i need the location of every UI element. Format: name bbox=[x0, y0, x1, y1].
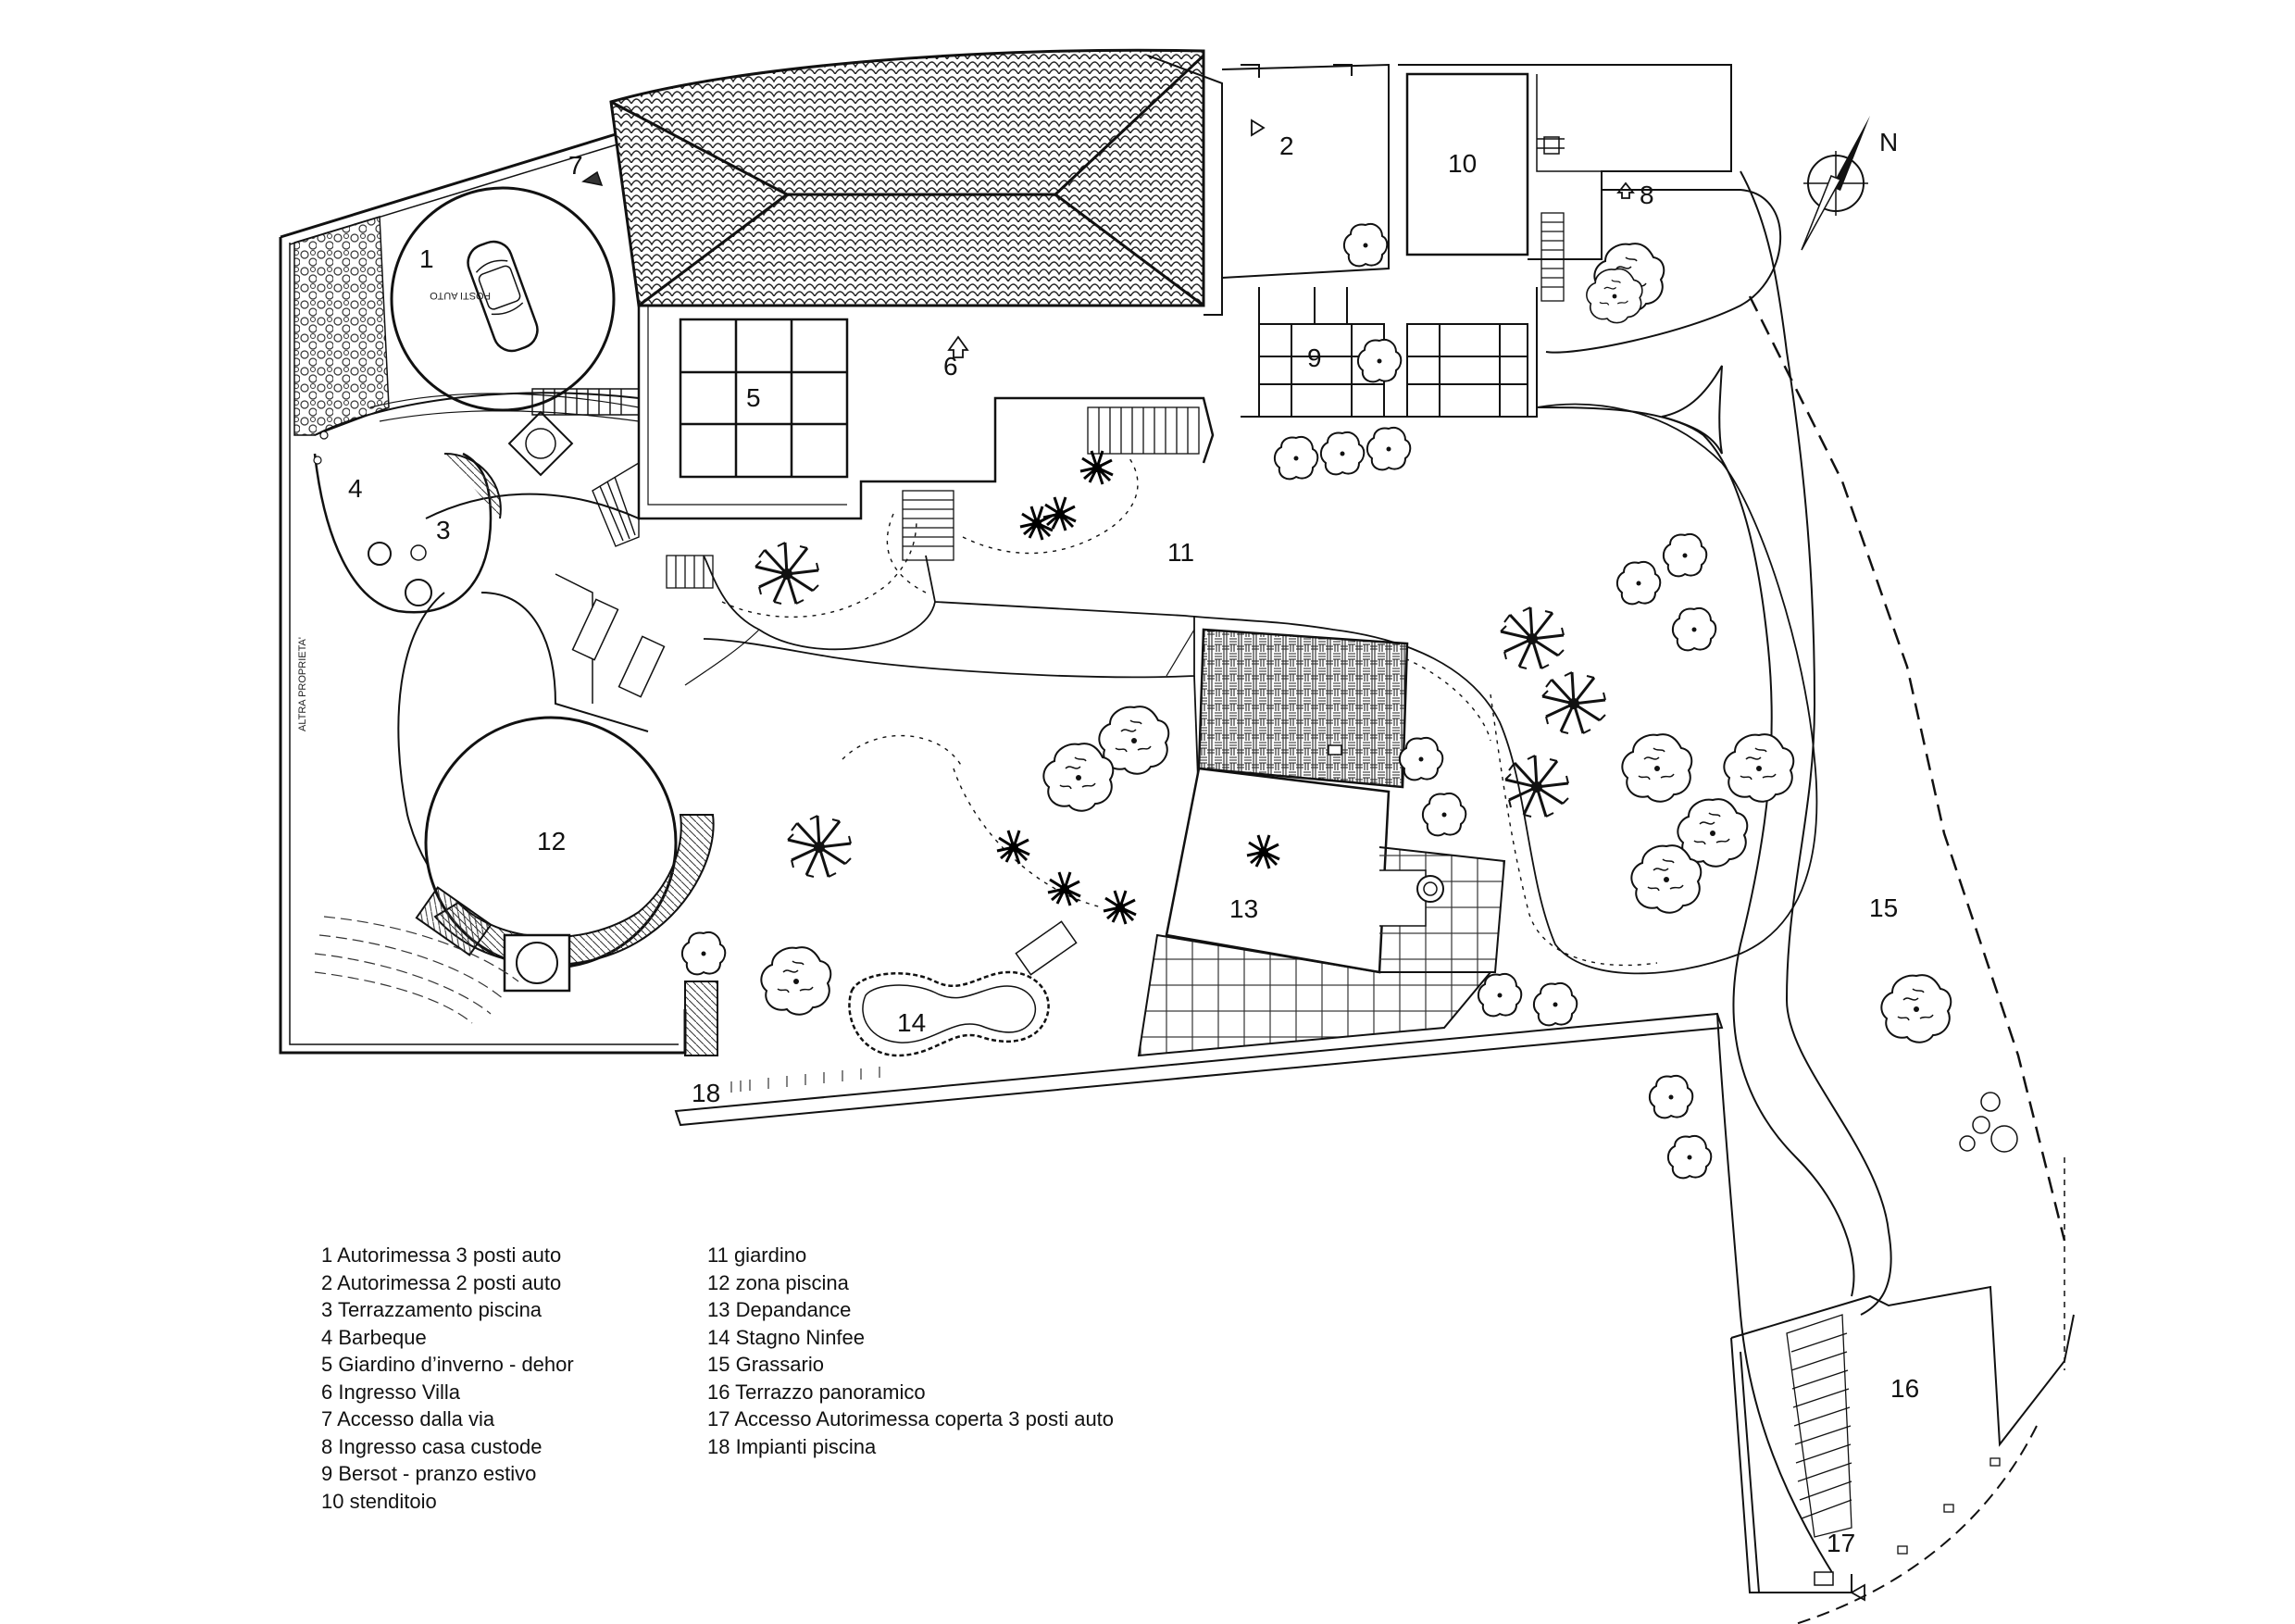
garage-2-entrance-arrow bbox=[1251, 119, 1266, 137]
legend-item: 7 Accesso dalla via bbox=[321, 1407, 495, 1430]
north-arrow-icon bbox=[1801, 116, 1870, 251]
label-6: 6 bbox=[943, 352, 958, 381]
legend-item: 1 Autorimessa 3 posti auto bbox=[321, 1243, 562, 1267]
legend-item: 8 Ingresso casa custode bbox=[321, 1434, 543, 1458]
label-4: 4 bbox=[348, 474, 363, 503]
label-13: 13 bbox=[1229, 894, 1258, 923]
driveway-dashed-boundary bbox=[1748, 295, 2066, 1242]
label-3: 3 bbox=[436, 516, 451, 544]
legend-item: 12 zona piscina bbox=[707, 1270, 849, 1294]
label-9: 9 bbox=[1307, 344, 1322, 372]
label-15: 15 bbox=[1869, 893, 1898, 922]
altra-proprieta-label: ALTRA PROPRIETA' bbox=[297, 637, 308, 731]
legend-item: 4 Barbeque bbox=[321, 1325, 427, 1349]
label-8: 8 bbox=[1640, 181, 1654, 209]
label-7: 7 bbox=[568, 151, 583, 180]
lily-pond bbox=[848, 970, 1050, 1057]
garage-1-turntable bbox=[390, 186, 616, 412]
garage-17-access-arrow bbox=[1850, 1583, 1865, 1602]
legend-item: 10 stenditoio bbox=[321, 1489, 437, 1513]
legend-item: 5 Giardino d’inverno - dehor bbox=[321, 1353, 574, 1376]
label-2: 2 bbox=[1279, 131, 1294, 160]
drying-area bbox=[1405, 72, 1529, 256]
posti-auto-label: POSTI AUTO bbox=[430, 290, 491, 301]
label-12: 12 bbox=[537, 827, 566, 856]
bersot-pergola bbox=[1241, 287, 1538, 418]
legend-item: 16 Terrazzo panoramico bbox=[707, 1380, 926, 1404]
label-11: 11 bbox=[1167, 538, 1194, 567]
legend-item: 6 Ingresso Villa bbox=[321, 1380, 461, 1404]
winter-garden-grid bbox=[679, 318, 849, 479]
legend-item: 17 Accesso Autorimessa coperta 3 posti a… bbox=[707, 1407, 1115, 1430]
legend-item: 2 Autorimessa 2 posti auto bbox=[321, 1270, 562, 1294]
north-label: N bbox=[1879, 128, 1898, 156]
label-10: 10 bbox=[1448, 149, 1477, 178]
panoramic-terrace bbox=[1730, 1285, 2075, 1624]
legend-item: 11 giardino bbox=[707, 1243, 807, 1267]
legend-item: 3 Terrazzamento piscina bbox=[321, 1298, 543, 1321]
depandance-building bbox=[1137, 628, 1506, 1057]
legend-item: 14 Stagno Ninfee bbox=[707, 1325, 866, 1349]
legend-column-left: 1 Autorimessa 3 posti auto 2 Autorimessa… bbox=[321, 1242, 574, 1515]
street-access-arrow bbox=[581, 170, 604, 186]
legend-item: 18 Impianti piscina bbox=[707, 1434, 877, 1458]
legend-column-right: 11 giardino 12 zona piscina 13 Depandanc… bbox=[707, 1242, 1114, 1460]
villa-entrance-arrow bbox=[947, 335, 969, 358]
label-18: 18 bbox=[692, 1079, 720, 1107]
label-17: 17 bbox=[1827, 1529, 1855, 1557]
label-16: 16 bbox=[1890, 1374, 1919, 1403]
legend-item: 15 Grassario bbox=[707, 1353, 824, 1376]
legend-item: 9 Bersot - pranzo estivo bbox=[321, 1462, 537, 1485]
label-14: 14 bbox=[897, 1008, 926, 1037]
label-5: 5 bbox=[746, 383, 761, 412]
legend-item: 13 Depandance bbox=[707, 1298, 852, 1321]
label-1: 1 bbox=[419, 244, 434, 273]
villa-roof bbox=[609, 48, 1223, 316]
